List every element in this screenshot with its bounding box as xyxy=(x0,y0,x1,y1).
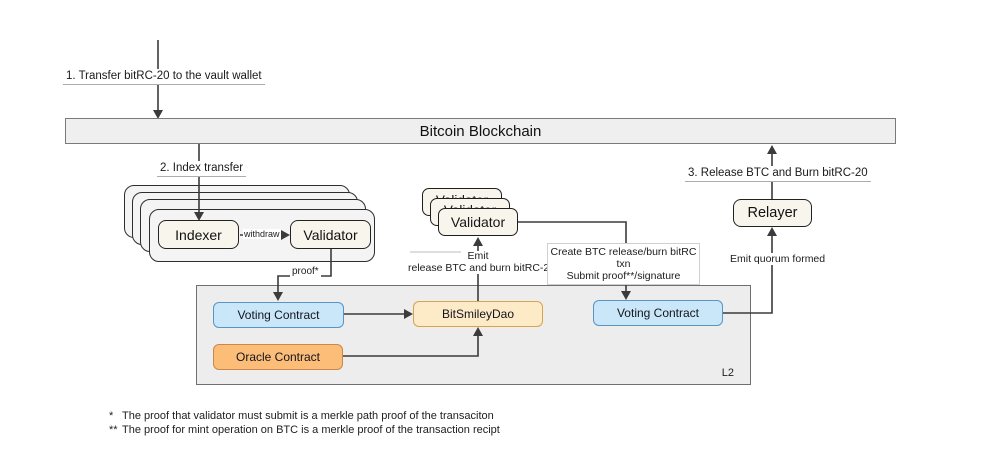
voting-contract-right-label: Voting Contract xyxy=(616,306,700,320)
arrowhead-up-bar xyxy=(767,145,777,154)
bitcoin-blockchain-bar: Bitcoin Blockchain xyxy=(65,118,896,144)
voting-contract-left-label: Voting Contract xyxy=(237,308,320,322)
create-txn-line2: Submit proof**/signature xyxy=(566,270,681,282)
footnote-1-marker: * xyxy=(109,410,114,422)
step2-label: 2. Index transfer xyxy=(157,161,247,177)
relayer-label: Relayer xyxy=(747,205,798,221)
arrowhead-up-validator-mid xyxy=(473,237,483,246)
create-txn-line1: Create BTC release/burn bitRC txn xyxy=(550,246,697,270)
footnote-2-text: The proof for mint operation on BTC is a… xyxy=(122,424,500,436)
footnotes: * The proof that validator must submit i… xyxy=(109,409,500,437)
indexer-node: Indexer xyxy=(158,220,239,249)
indexer-label: Indexer xyxy=(175,226,222,243)
oracle-contract-node: Oracle Contract xyxy=(213,344,343,370)
footnote-2: ** The proof for mint operation on BTC i… xyxy=(109,423,500,437)
voting-contract-right-node: Voting Contract xyxy=(593,300,723,326)
step1-label: 1. Transfer bitRC-20 to the vault wallet xyxy=(63,69,265,85)
emit-release-line2: release BTC and burn bitRC-20 xyxy=(406,261,558,274)
bitcoin-blockchain-label: Bitcoin Blockchain xyxy=(419,122,542,140)
footnote-1-text: The proof that validator must submit is … xyxy=(122,410,494,422)
oracle-contract-label: Oracle Contract xyxy=(235,350,321,364)
relayer-node: Relayer xyxy=(733,199,812,227)
l2-label: L2 xyxy=(721,367,734,379)
emit-release-edge-label: Emit release BTC and burn bitRC-20 xyxy=(406,250,558,274)
step3-label: 3. Release BTC and Burn bitRC-20 xyxy=(685,166,871,182)
proof-edge-label: proof* xyxy=(290,266,321,277)
emit-release-line1: Emit xyxy=(465,250,491,263)
emit-quorum-edge-label: Emit quorum formed xyxy=(728,253,828,265)
arrowhead-up-relayer xyxy=(767,227,777,236)
validator-left-node: Validator xyxy=(290,220,371,249)
voting-contract-left-node: Voting Contract xyxy=(213,302,344,328)
bitsmiley-dao-node: BitSmileyDao xyxy=(413,301,543,327)
validator-left-label: Validator xyxy=(303,226,358,243)
create-txn-edge-label: Create BTC release/burn bitRC txn Submit… xyxy=(547,243,700,285)
validator-mid-node: Validator xyxy=(438,208,518,236)
footnote-1: * The proof that validator must submit i… xyxy=(109,409,500,423)
validator-mid-label: Validator xyxy=(450,214,506,230)
withdraw-edge-label: withdraw xyxy=(243,229,281,239)
bitsmiley-dao-label: BitSmileyDao xyxy=(441,307,515,321)
footnote-2-marker: ** xyxy=(109,424,118,436)
